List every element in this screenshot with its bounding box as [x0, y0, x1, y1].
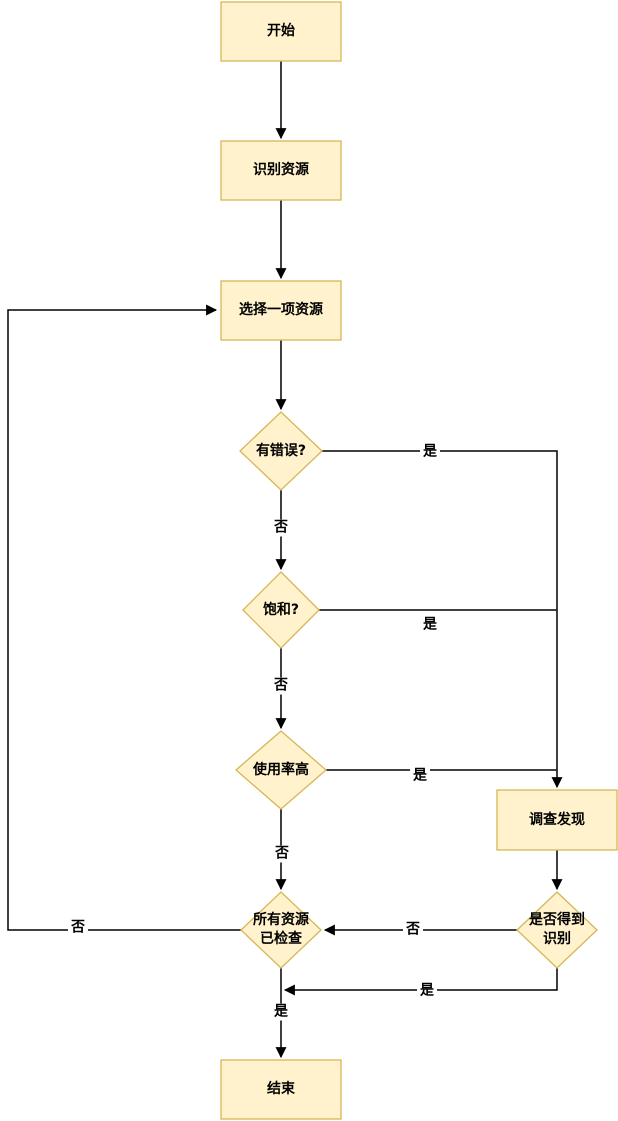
edge-has-errors-yes — [322, 450, 563, 789]
edge-all-checked-no-loop — [7, 304, 241, 931]
node-saturated-shape — [242, 571, 320, 649]
node-high-utilization-shape — [235, 730, 327, 810]
node-all-resources-checked-shape — [240, 891, 322, 969]
edge-is-identified-yes — [283, 968, 558, 996]
node-investigate-findings-shape — [496, 789, 618, 851]
node-has-errors-shape — [239, 411, 323, 491]
node-is-identified-shape — [516, 891, 598, 969]
node-end-shape — [220, 1059, 342, 1120]
node-select-resource-shape — [220, 280, 342, 341]
node-start-shape — [220, 1, 342, 62]
node-identify-resources-shape — [220, 140, 342, 201]
